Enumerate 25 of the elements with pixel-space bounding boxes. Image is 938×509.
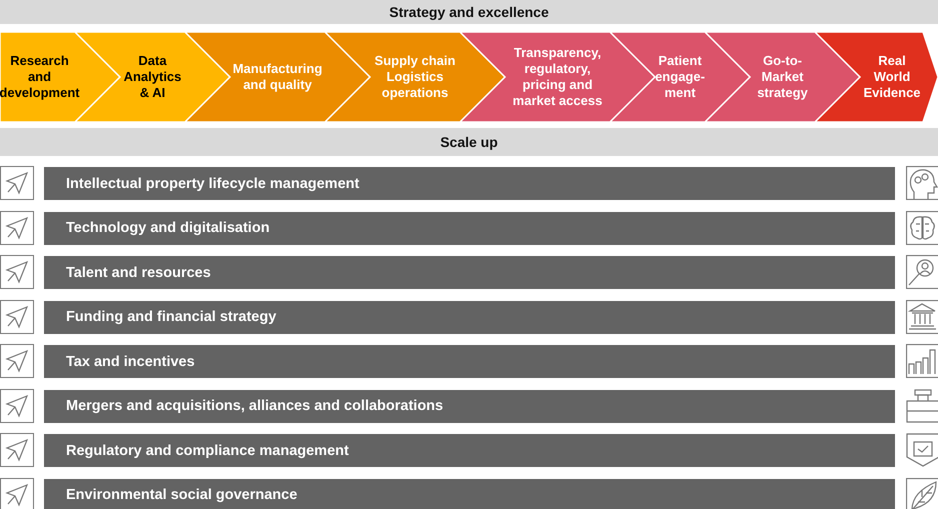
bar-label: Technology and digitalisation xyxy=(65,220,270,236)
bar-label: Regulatory and compliance management xyxy=(65,442,349,458)
bar-label: Intellectual property lifecycle management xyxy=(65,176,360,192)
step-label: Data Analytics & AI xyxy=(122,53,182,101)
step-label: Patient engage-ment xyxy=(654,53,706,101)
topic-bar xyxy=(44,256,895,289)
topic-bar xyxy=(44,434,895,467)
bar-label: Funding and financial strategy xyxy=(65,309,276,325)
step-label: Manufacturing and quality xyxy=(232,61,324,93)
section-header-band: Strategy and excellence xyxy=(0,0,938,24)
step-label: Real World Evidence xyxy=(862,53,922,101)
topic-bar xyxy=(44,300,895,334)
bar-label: Environmental social governance xyxy=(65,487,298,503)
topic-bar xyxy=(44,390,895,422)
topic-bar xyxy=(44,167,895,200)
topic-bar xyxy=(44,212,895,244)
bar-label: Tax and incentives xyxy=(65,354,195,370)
topic-bar xyxy=(44,345,895,378)
step-label: Supply chain Logistics operations xyxy=(374,53,456,101)
bar-label: Mergers and acquisitions, alliances and collaborations xyxy=(65,398,444,414)
step-label: Transparency, regulatory, pricing and market access xyxy=(512,45,604,109)
bar-label: Talent and resources xyxy=(65,264,211,280)
topic-bar xyxy=(44,478,895,509)
section-header-band: Scale up xyxy=(0,128,938,156)
step-label: Go-to-Market strategy xyxy=(756,53,809,101)
